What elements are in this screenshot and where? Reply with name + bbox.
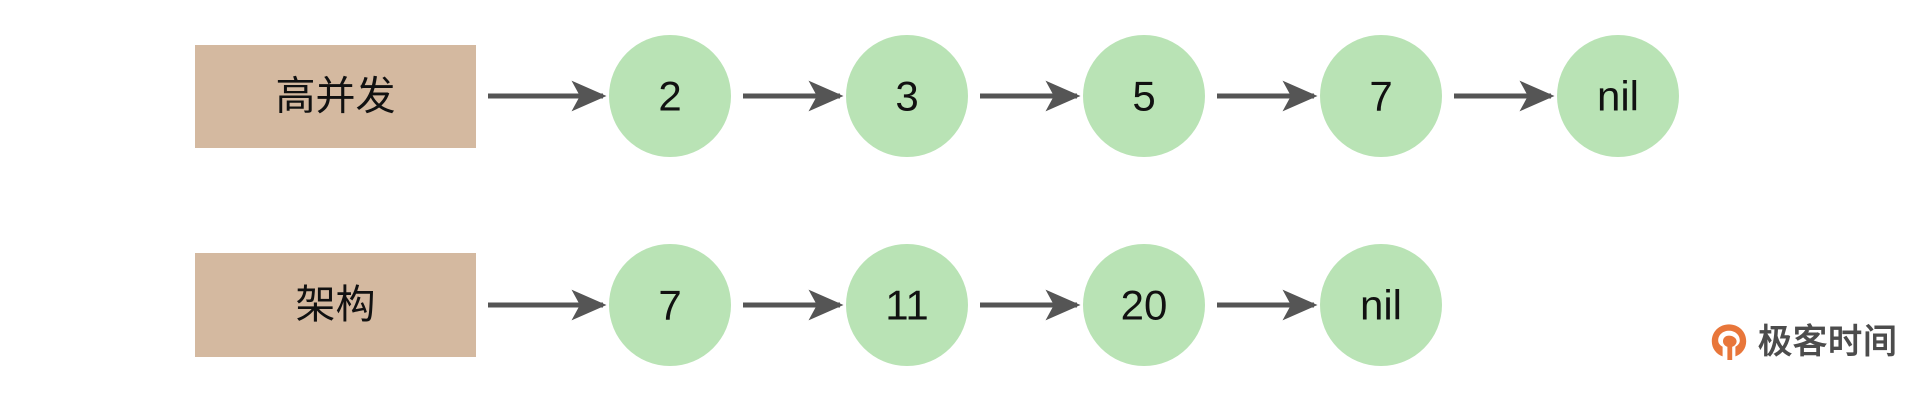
head-box-label: 架构	[296, 283, 376, 327]
list-node	[1320, 244, 1442, 366]
list-node	[846, 35, 968, 157]
list-node-label: 20	[1121, 282, 1168, 329]
list-node	[1557, 35, 1679, 157]
head-box	[195, 253, 476, 357]
list-node	[1083, 244, 1205, 366]
list-node	[1083, 35, 1205, 157]
list-node-label: 7	[1369, 73, 1392, 120]
list-row-architecture: 架构 7 11 20 nil	[195, 244, 1442, 366]
list-node	[609, 244, 731, 366]
list-node-label: nil	[1360, 282, 1402, 329]
list-node-label: 3	[895, 73, 918, 120]
list-node-label: 5	[1132, 73, 1155, 120]
list-row-high-concurrency: 高并发 2 3 5 7 nil	[195, 35, 1679, 157]
geektime-logo-text: 极客时间	[1758, 322, 1898, 362]
geektime-logo: 极客时间	[1709, 322, 1898, 362]
geektime-logo-mark	[1711, 324, 1747, 360]
list-node-label: 7	[658, 282, 681, 329]
head-box	[195, 45, 476, 148]
list-node	[846, 244, 968, 366]
list-node-label: 11	[885, 282, 929, 329]
list-node-label: nil	[1597, 73, 1639, 120]
list-node	[609, 35, 731, 157]
head-box-label: 高并发	[276, 75, 396, 119]
list-node	[1320, 35, 1442, 157]
list-node-label: 2	[658, 73, 681, 120]
